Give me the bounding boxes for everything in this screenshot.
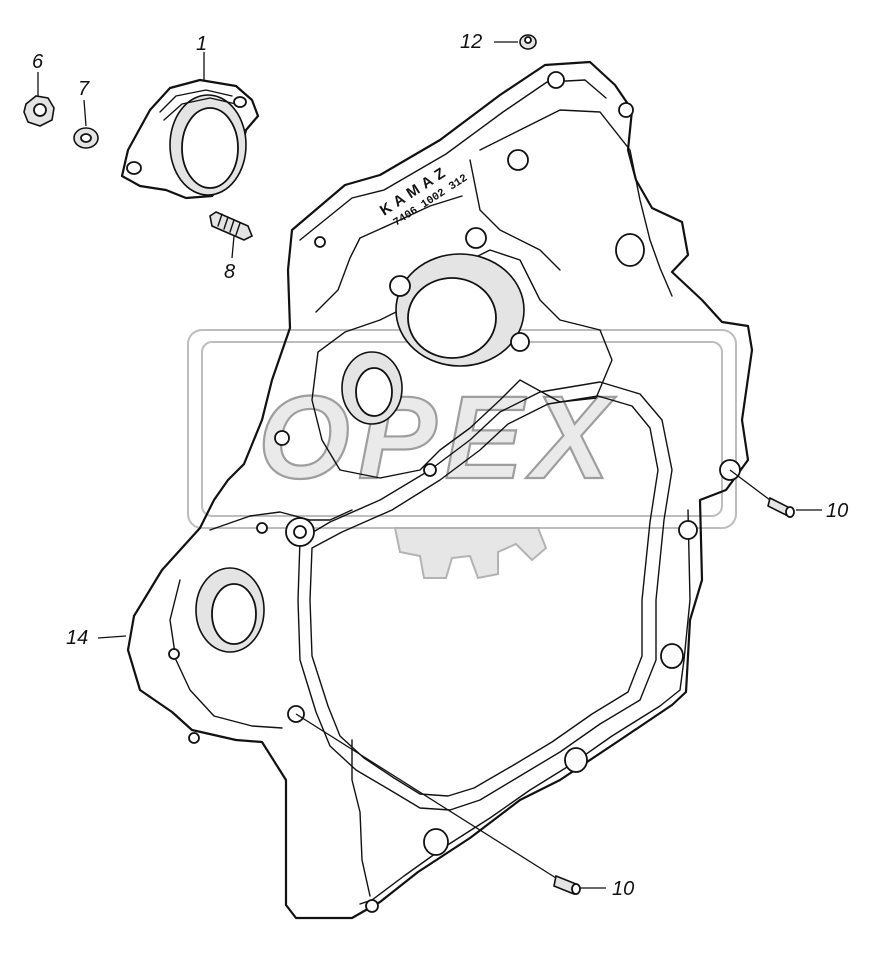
cover-dowel-hole	[293, 525, 307, 539]
cover-bolt-hole	[168, 648, 180, 660]
cover-bolt-hole	[314, 236, 326, 248]
cover-bolt-hole	[389, 275, 411, 297]
callouts: 1 6 7 8 12 14 10 10	[32, 31, 848, 900]
cover-flange-rim	[169, 79, 607, 729]
cover-bolt-hole	[188, 732, 200, 744]
cover-bolt-hole	[510, 332, 530, 352]
seal-flange-collar	[159, 89, 237, 121]
leader-8	[231, 235, 235, 259]
leader-10-upper-axis	[729, 469, 771, 501]
cover-left-rail	[351, 739, 371, 897]
plug-hole	[524, 36, 532, 44]
seal-flange-part	[120, 78, 260, 200]
watermark-gear-icon	[393, 527, 548, 580]
cover-bolt-hole	[256, 522, 268, 534]
cover-large-bore-inner	[211, 583, 257, 645]
cover-bolt-hole	[465, 227, 487, 249]
stud-thread	[217, 213, 241, 236]
nut-hole	[33, 103, 47, 117]
callout-10-lower: 10	[612, 878, 634, 900]
callout-1: 1	[196, 33, 207, 55]
cover-gasket-channel	[297, 381, 673, 811]
dowel-pin-upper-end	[785, 506, 795, 518]
cover-bolt-hole	[274, 430, 290, 446]
cover-seal-bore-inner	[407, 277, 497, 359]
callout-6: 6	[32, 51, 44, 73]
cover-outline	[126, 60, 754, 920]
cover-bolt-hole	[564, 747, 588, 773]
callout-7: 7	[78, 78, 90, 100]
callout-14: 14	[66, 627, 88, 649]
callout-12: 12	[460, 31, 482, 53]
washer-part	[73, 127, 99, 149]
leader-10-lower-axis	[295, 713, 557, 879]
cover-bolt-hole	[678, 520, 698, 540]
cover-boss-column	[479, 109, 673, 297]
nut-part	[23, 95, 55, 127]
watermark-text: OPEX	[258, 372, 618, 504]
cover-bolt-hole	[660, 643, 684, 669]
leader-14	[97, 635, 127, 639]
cover-bolt-hole	[615, 233, 645, 267]
cover-bolt-hole	[507, 149, 529, 171]
stud-part	[209, 211, 254, 241]
cover-bolt-hole	[423, 463, 437, 477]
callout-10-upper: 10	[826, 500, 848, 522]
cover-bolt-hole	[618, 102, 634, 118]
seal-flange-hole	[233, 96, 247, 108]
cover-bolt-hole	[365, 899, 379, 913]
seal-flange-outline	[120, 78, 260, 200]
cover-bolt-hole	[423, 828, 449, 856]
callout-8: 8	[224, 261, 235, 283]
seal-flange-bore	[181, 107, 239, 189]
dowel-pin-lower	[553, 874, 581, 896]
cover-boss-column-2	[469, 159, 561, 271]
washer-hole	[80, 133, 92, 143]
cover-oil-bore-inner	[355, 367, 393, 417]
seal-flange-hole	[126, 161, 142, 175]
leader-lines	[37, 41, 822, 889]
stud-outline	[209, 211, 254, 241]
dowel-pin-upper	[767, 496, 795, 518]
watermark: OPEX	[187, 329, 737, 580]
cover-bolt-hole	[547, 71, 565, 89]
leader-7	[83, 99, 87, 127]
cover-right-rail	[359, 509, 691, 905]
plug-part	[519, 34, 537, 50]
dowel-pin-lower-end	[571, 883, 581, 895]
timing-gear-cover: KAMAZ 7406 1002 312	[126, 60, 754, 920]
